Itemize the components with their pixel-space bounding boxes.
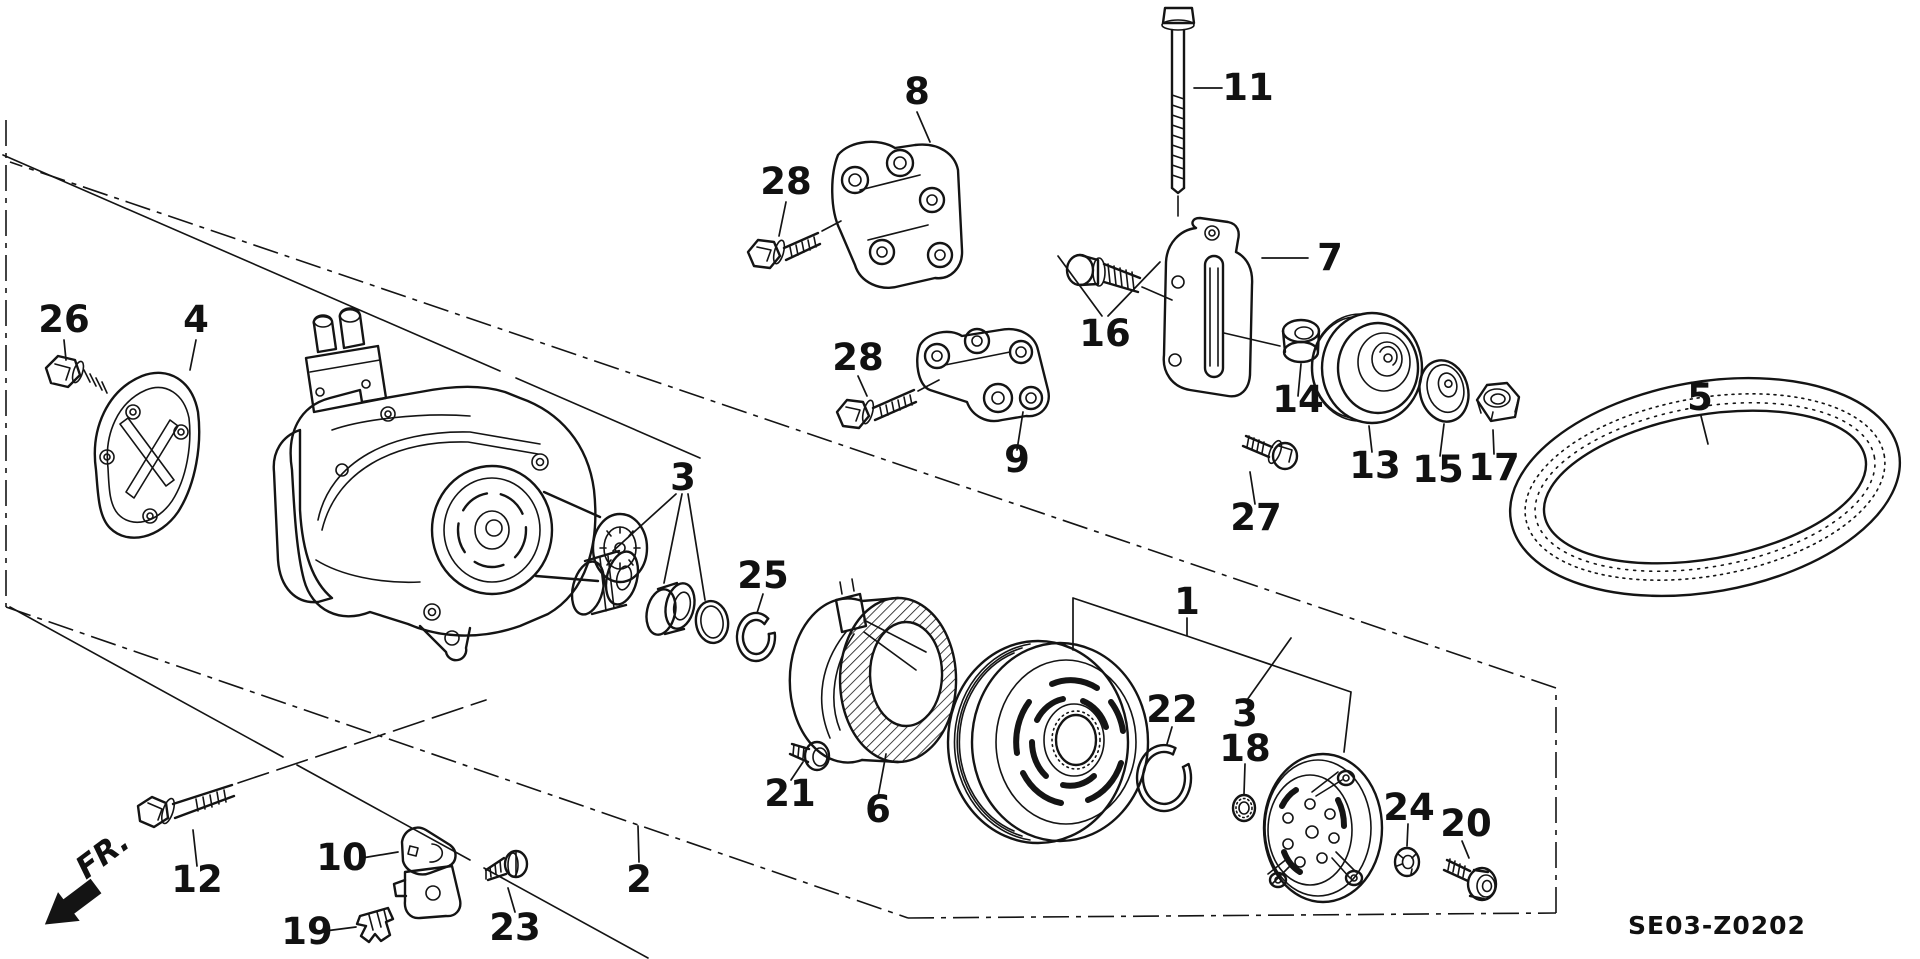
mount-bolt-12-drawing [136, 699, 487, 829]
mount-bracket-8-drawing [831, 140, 964, 289]
idler-pulley-13-drawing [1310, 311, 1424, 425]
callout-2: 2 [626, 858, 652, 901]
callout-22: 22 [1146, 688, 1198, 731]
callout-8: 8 [904, 70, 930, 113]
callout-20: 20 [1440, 802, 1492, 845]
front-cover-plate-4-drawing [93, 371, 201, 539]
bolt-21-drawing [788, 740, 831, 772]
callout-6: 6 [865, 788, 891, 831]
callout-10: 10 [316, 836, 368, 879]
callout-9: 9 [1004, 438, 1030, 481]
callout-21: 21 [764, 772, 816, 815]
callout-25: 25 [737, 554, 789, 597]
nut-17-drawing [1475, 381, 1521, 423]
callout-23: 23 [489, 906, 541, 949]
callout-leader-lines [63, 87, 1709, 932]
callout-14: 14 [1272, 378, 1324, 421]
callout-1: 1 [1174, 580, 1200, 623]
bolt-26-drawing [44, 354, 108, 394]
callout-3a: 3 [670, 456, 696, 499]
fr-label: FR. [69, 823, 137, 886]
seal-set-3-drawing [570, 549, 730, 645]
callout-19: 19 [281, 910, 333, 953]
callout-7: 7 [1317, 236, 1343, 279]
adjust-bolt-11-drawing [1161, 6, 1196, 217]
mount-bracket-9-drawing [916, 327, 1050, 423]
bolt-27-drawing [1241, 434, 1299, 471]
clutch-plate-drawing [1262, 752, 1384, 904]
callout-labels: 26 4 8 28 11 7 16 14 13 15 17 5 28 9 27 … [38, 66, 1713, 953]
callout-27: 27 [1230, 496, 1282, 539]
callout-18: 18 [1219, 727, 1271, 770]
callout-4: 4 [183, 298, 209, 341]
stay-bracket-10-drawing [392, 826, 462, 920]
callout-11: 11 [1222, 66, 1274, 109]
callout-26: 26 [38, 298, 90, 341]
bolt-20-drawing [1442, 858, 1498, 902]
callout-5: 5 [1687, 376, 1713, 419]
bolt-28-upper-drawing [746, 220, 842, 270]
compressor-drawing [272, 307, 649, 662]
callout-16: 16 [1079, 312, 1131, 355]
washer-15-drawing [1418, 359, 1470, 423]
screw-23-drawing [484, 849, 529, 882]
diagram-code: SE03-Z0202 [1628, 911, 1806, 940]
washer-18-drawing [1231, 793, 1257, 823]
callout-3b: 3 [1232, 692, 1258, 735]
callout-28a: 28 [760, 160, 812, 203]
fr-direction-indicator: FR. [44, 823, 137, 925]
rotor-pulley-drawing [946, 639, 1150, 845]
callout-15: 15 [1412, 448, 1464, 491]
belt-5-drawing [1508, 376, 1902, 598]
snap-ring-25-drawing [735, 611, 777, 663]
bolt-16-drawing [1065, 253, 1173, 301]
clip-19-drawing [355, 906, 395, 944]
callout-13: 13 [1349, 444, 1401, 487]
adjust-bracket-7-drawing [1162, 216, 1281, 398]
snap-ring-22-drawing [1135, 743, 1193, 813]
bolt-28-lower-drawing [835, 379, 940, 430]
callout-24: 24 [1383, 786, 1435, 829]
washer-24-drawing [1393, 846, 1421, 878]
fr-arrow-icon [44, 878, 102, 925]
assembly-reference-lines [2, 154, 701, 959]
callout-28b: 28 [832, 336, 884, 379]
phantom-border-frame [5, 120, 1557, 919]
field-coil-6-drawing [788, 578, 958, 764]
callout-12: 12 [171, 858, 223, 901]
callout-17: 17 [1468, 446, 1520, 489]
